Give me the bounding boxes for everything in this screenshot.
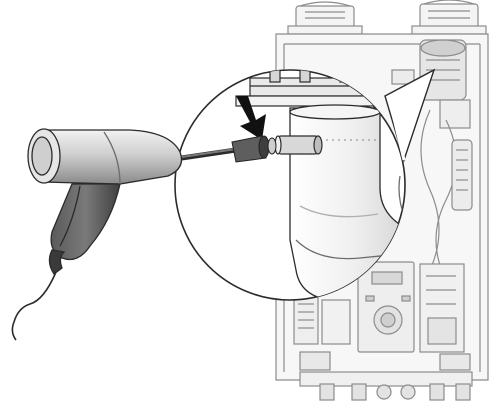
- top-cap-left: [287, 1, 363, 35]
- callout-pointer: [384, 68, 436, 163]
- probe-cable: [11, 271, 57, 341]
- bottom-fittings: [319, 383, 471, 401]
- combustion-analyzer-probe: [11, 128, 277, 341]
- insertion-arrow: [236, 96, 266, 140]
- test-port: [274, 135, 323, 155]
- top-cap-right: [411, 0, 487, 35]
- probe-handle: [27, 128, 183, 275]
